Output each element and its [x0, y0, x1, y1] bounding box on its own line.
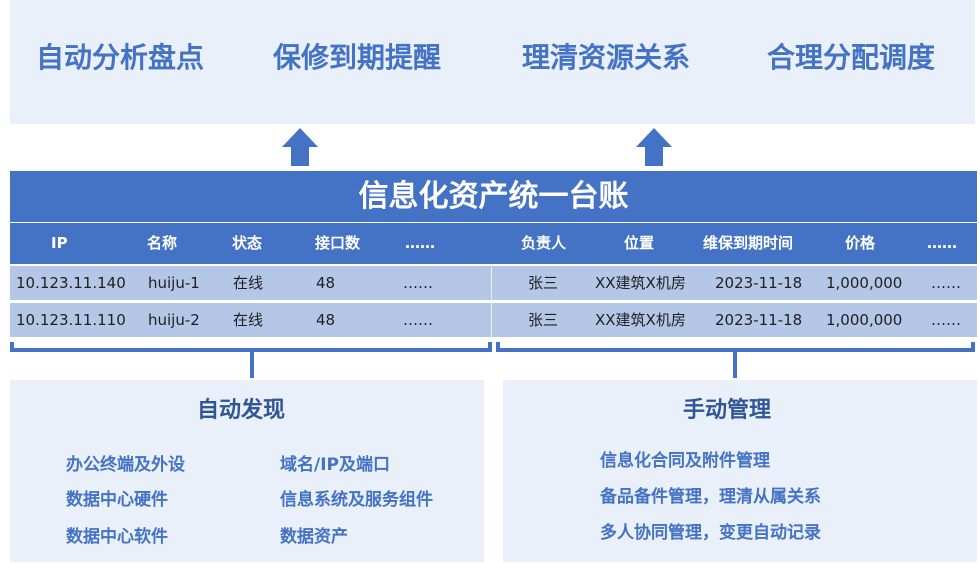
header-ip: IP [51, 234, 68, 252]
cell-location: XX建筑X机房 [595, 274, 686, 292]
manual-item: 备品备件管理，理清从属关系 [600, 487, 821, 507]
cell-ip: 10.123.11.110 [16, 311, 126, 329]
header-price: 价格 [845, 234, 876, 252]
ledger-title: 信息化资产统一台账 [10, 171, 977, 222]
cell-ports: 48 [316, 274, 336, 292]
header-status: 状态 [232, 234, 263, 252]
table-header: IP 名称 状态 接口数 …… 负责人 位置 维保到期时间 价格 …… [10, 223, 977, 264]
cell-warranty-date: 2023-11-18 [715, 274, 803, 292]
manual-item: 信息化合同及附件管理 [600, 451, 770, 471]
brace-left [10, 342, 492, 378]
benefits-band [10, 0, 975, 124]
cell-name: huiju-2 [148, 311, 200, 329]
cell-status: 在线 [233, 274, 264, 292]
cell-ip: 10.123.11.140 [16, 274, 126, 292]
manual-management-title: 手动管理 [683, 398, 772, 423]
auto-item: 数据中心软件 [66, 527, 168, 547]
cell-location: XX建筑X机房 [595, 311, 686, 329]
cell-status: 在线 [233, 311, 264, 329]
cell-name: huiju-1 [148, 274, 200, 292]
table-row: 10.123.11.140 huiju-1 在线 48 …… 张三 XX建筑X机… [10, 266, 977, 300]
auto-item: 数据中心硬件 [66, 490, 168, 510]
cell-price: 1,000,000 [826, 311, 903, 329]
column-group-divider [491, 266, 492, 337]
up-arrow-icon [636, 128, 672, 166]
auto-discovery-panel [10, 380, 484, 562]
header-ports: 接口数 [315, 234, 361, 252]
cell-warranty-date: 2023-11-18 [715, 311, 803, 329]
benefit-auto-analysis: 自动分析盘点 [36, 41, 205, 74]
table-row: 10.123.11.110 huiju-2 在线 48 …… 张三 XX建筑X机… [10, 303, 977, 337]
benefit-warranty-reminder: 保修到期提醒 [273, 41, 442, 74]
up-arrow-icon [282, 128, 318, 166]
header-more-right: …… [927, 234, 957, 252]
auto-item: 办公终端及外设 [66, 455, 185, 475]
manual-management-panel [503, 380, 977, 562]
header-more-left: …… [405, 234, 435, 252]
brace-right [496, 342, 975, 378]
auto-discovery-title: 自动发现 [197, 398, 286, 423]
cell-more-left: …… [403, 311, 433, 329]
cell-owner: 张三 [528, 274, 559, 292]
benefit-resource-relations: 理清资源关系 [522, 41, 691, 74]
auto-item: 信息系统及服务组件 [280, 490, 433, 510]
cell-more-right: …… [931, 274, 961, 292]
auto-item: 域名/IP及端口 [280, 455, 390, 475]
cell-ports: 48 [316, 311, 336, 329]
header-owner: 负责人 [521, 234, 567, 252]
header-name: 名称 [147, 234, 178, 252]
cell-more-right: …… [931, 311, 961, 329]
benefit-allocation: 合理分配调度 [767, 41, 936, 74]
cell-more-left: …… [403, 274, 433, 292]
cell-owner: 张三 [528, 311, 559, 329]
header-warranty-date: 维保到期时间 [703, 234, 794, 252]
auto-item: 数据资产 [280, 527, 348, 547]
manual-item: 多人协同管理，变更自动记录 [600, 523, 821, 543]
header-location: 位置 [624, 234, 655, 252]
cell-price: 1,000,000 [826, 274, 903, 292]
